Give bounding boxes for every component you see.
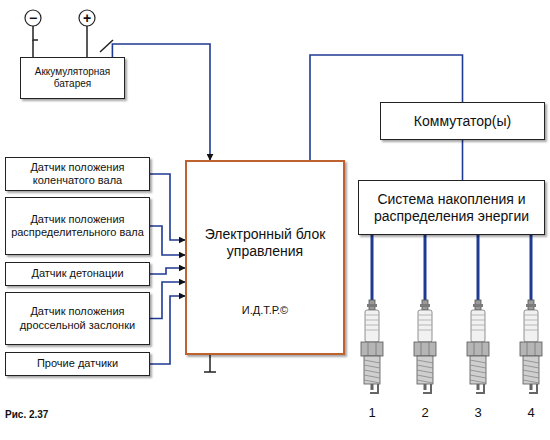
- box-text: Коммутатор(ы): [414, 113, 511, 130]
- box-text: Датчик положения дроссельной заслонки: [11, 305, 144, 331]
- connector-line: [150, 296, 185, 364]
- callout-number: 1: [362, 406, 382, 420]
- connector-line: [150, 268, 185, 274]
- box-text: Электронный блок управления: [192, 226, 338, 260]
- callout-number: 2: [415, 406, 435, 420]
- battery-box: Аккумуляторная батарея: [20, 57, 125, 99]
- callout-number: 3: [468, 406, 488, 420]
- connector-line: [112, 44, 210, 160]
- ecu-box: Электронный блок управленияИ.Д.Т.Р.©: [185, 160, 345, 355]
- terminal-sign: −: [25, 10, 41, 26]
- sensor-box: Датчик положения распределительного вала: [5, 197, 150, 255]
- energy-box: Система накопления и распределения энерг…: [358, 180, 545, 235]
- figure-caption: Рис. 2.37: [5, 410, 48, 420]
- terminal-sign: +: [79, 10, 95, 26]
- connector-line: [150, 174, 185, 240]
- sensor-box: Прочие датчики: [5, 352, 150, 376]
- box-text: Датчик детонации: [31, 267, 123, 280]
- sensor-box: Датчик положения дроссельной заслонки: [5, 292, 150, 345]
- trademark-text: И.Д.Т.Р.©: [242, 304, 288, 317]
- box-text: Датчик положения распределительного вала: [11, 213, 144, 239]
- callout-number: 4: [521, 406, 541, 420]
- connector-line: [462, 140, 464, 180]
- box-text: Прочие датчики: [37, 357, 118, 370]
- connector-line: [150, 226, 185, 255]
- switch-box: Коммутатор(ы): [380, 102, 545, 140]
- box-text: Система накопления и распределения энерг…: [364, 191, 539, 225]
- sensor-box: Датчик положения коленчатого вала: [5, 157, 150, 191]
- box-text: Аккумуляторная батарея: [26, 66, 119, 90]
- box-text: Датчик положения коленчатого вала: [11, 161, 144, 187]
- sensor-box: Датчик детонации: [5, 262, 150, 286]
- connector-line: [150, 282, 185, 319]
